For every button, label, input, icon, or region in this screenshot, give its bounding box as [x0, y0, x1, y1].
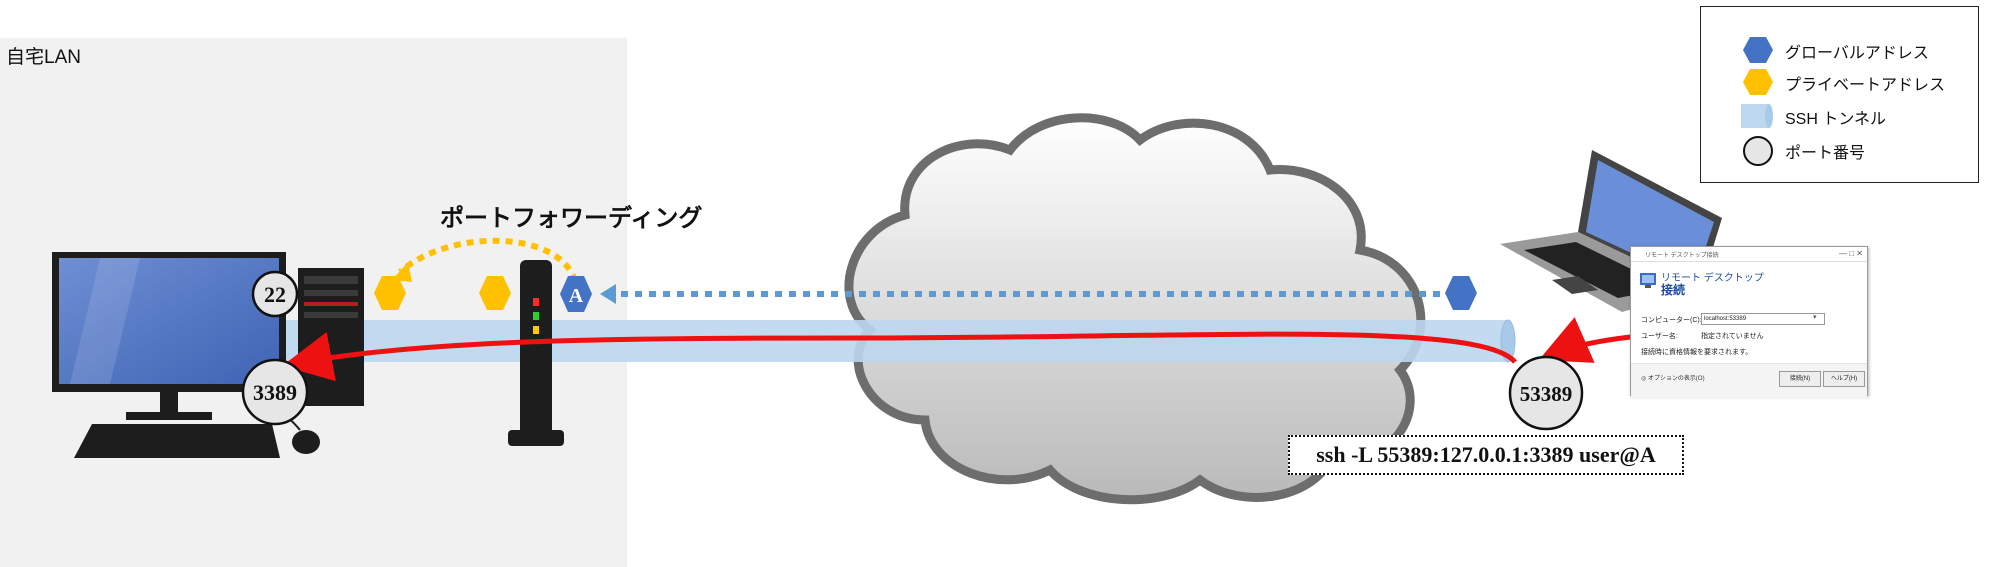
computer-input[interactable]: localhost:53389 [1701, 313, 1825, 325]
port-forwarding-arrow [398, 237, 578, 283]
yellow-hexagon-icon [1743, 69, 1773, 95]
internet-cloud-icon [844, 113, 1426, 505]
port-circle-22: 22 [251, 270, 299, 318]
show-options-toggle[interactable]: ◎ オプションの表示(O) [1641, 376, 1705, 382]
desktop-pc-icon [52, 252, 364, 458]
dialog-heading-connect: 接続 [1661, 283, 1686, 297]
window-controls-icon[interactable]: — □ ✕ [1839, 249, 1863, 258]
legend-item-port: ポート番号 [1701, 135, 1978, 166]
legend-item-private: プライベートアドレス [1701, 67, 1978, 97]
global-address-hexagon-laptop [1445, 276, 1477, 310]
private-address-hexagon-router [479, 276, 511, 310]
credentials-note: 接続時に資格情報を要求されます。 [1641, 349, 1753, 356]
router-marker-label: A [569, 285, 584, 307]
svg-text:53389: 53389 [1520, 382, 1573, 406]
ssh-command-box: ssh -L 55389:127.0.0.1:3389 user@A [1288, 435, 1684, 475]
user-value: 指定されていません [1701, 333, 1764, 340]
laptop-to-port-arrow [1538, 317, 1641, 363]
tunnel-cylinder-icon [1741, 104, 1773, 128]
help-button[interactable]: ヘルプ(H) [1823, 371, 1865, 387]
private-address-hexagon-pc [374, 276, 406, 310]
legend-item-tunnel: SSH トンネル [1701, 101, 1978, 131]
user-label: ユーザー名: [1641, 333, 1678, 340]
home-lan-label: 自宅LAN [6, 47, 81, 68]
ssh-tunnel [282, 319, 1516, 363]
blue-hexagon-icon [1743, 37, 1773, 63]
show-options-label: オプションの表示(O) [1647, 376, 1705, 382]
connect-button[interactable]: 接続(N) [1779, 371, 1821, 387]
legend-item-global: グローバルアドレス [1701, 35, 1978, 65]
dialog-title: リモート デスクトップ接続 [1645, 253, 1719, 259]
remote-desktop-logo-icon [1640, 273, 1656, 288]
port-circle-3389: 3389 [241, 358, 309, 426]
remote-desktop-dialog: リモート デスクトップ接続 — □ ✕ リモート デスクトップ 接続 コンピュー… [1630, 246, 1868, 398]
dialog-heading: リモート デスクトップ [1661, 273, 1764, 284]
svg-text:22: 22 [264, 282, 286, 307]
port-forwarding-label: ポートフォワーディング [440, 205, 703, 232]
dotted-line-arrowhead [600, 284, 616, 304]
port-circle-icon [1743, 136, 1773, 166]
port-circle-53389: 53389 [1508, 355, 1584, 431]
global-address-hexagon-router [560, 276, 592, 312]
svg-text:3389: 3389 [253, 380, 297, 405]
chevron-down-icon[interactable]: ▾ [1813, 314, 1817, 321]
dialog-titlebar: リモート デスクトップ接続 — □ ✕ [1631, 247, 1867, 262]
router-icon [508, 260, 564, 446]
rdp-forward-arrow [282, 331, 1517, 382]
legend: グローバルアドレス プライベートアドレス SSH トンネル ポート番号 [1700, 6, 1979, 183]
computer-label: コンピューター(C): [1641, 317, 1702, 324]
